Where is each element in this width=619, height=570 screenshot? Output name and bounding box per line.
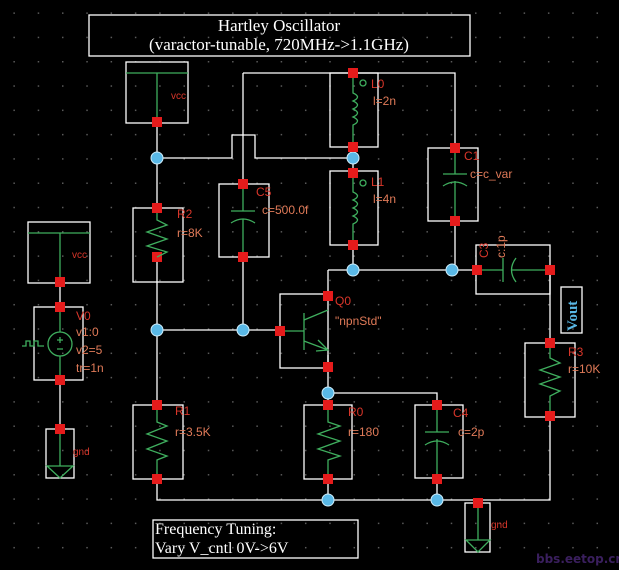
R0-value: r=180 (348, 425, 379, 439)
note-line2: Vary V_cntl 0V->6V (155, 540, 289, 557)
title-line2: (varactor-tunable, 720MHz->1.1GHz) (149, 35, 409, 54)
resistor-R3[interactable]: R3 r=10K (524, 338, 600, 421)
R0-name: R0 (348, 405, 364, 419)
resistor-R1[interactable]: R1 r=3.5K (132, 400, 211, 484)
note-line1: Frequency Tuning: (155, 521, 276, 538)
junction-dot (346, 263, 360, 277)
L1-name: L1 (371, 175, 385, 189)
resistor-R2[interactable]: R2 r=8K (132, 203, 203, 283)
transistor-Q0[interactable]: Q0 "npnStd" (275, 291, 382, 372)
C5-value: c=500.0f (262, 203, 309, 217)
junction-dot (445, 263, 459, 277)
C4-name: C4 (453, 406, 469, 420)
V0-param: v2=5 (76, 343, 103, 357)
vcc-label: vcc (171, 91, 186, 102)
L1-value: l=4n (373, 192, 396, 206)
L0-value: l=2n (373, 94, 396, 108)
C1-name: C1 (464, 149, 480, 163)
C3-name: C3 (477, 242, 491, 258)
capacitor-C3[interactable]: C3 c:1p (472, 235, 555, 295)
junction-dot (321, 493, 335, 507)
vcc-label: vcc (72, 250, 87, 261)
V0-name: V0 (76, 309, 91, 323)
title-block[interactable]: Hartley Oscillator (varactor-tunable, 72… (88, 14, 471, 57)
gnd-label: gnd (491, 520, 508, 531)
vcc-symbol[interactable]: vcc (27, 221, 91, 287)
gnd-symbol[interactable]: gnd (45, 424, 90, 479)
R1-name: R1 (175, 404, 191, 418)
gnd-label: gnd (73, 447, 90, 458)
voltage-source-V0[interactable]: V0 v1:0 v2=5 tr=1n (22, 302, 104, 385)
Q0-model: "npnStd" (335, 314, 382, 328)
R1-value: r=3.5K (175, 425, 211, 439)
junction-dot (430, 493, 444, 507)
junction-dot (150, 151, 164, 165)
title-line1: Hartley Oscillator (218, 16, 341, 35)
R2-name: R2 (177, 207, 193, 221)
C3-value: c:1p (494, 235, 508, 258)
vcc-symbol[interactable]: vcc (125, 61, 189, 127)
junctions (150, 151, 459, 507)
capacitor-C1[interactable]: C1 c=c_var (427, 143, 512, 226)
R3-value: r=10K (568, 362, 600, 376)
watermark: bbs.eetop.cn (536, 552, 619, 566)
V0-param: tr=1n (76, 361, 104, 375)
C5-name: C5 (256, 185, 272, 199)
L0-name: L0 (371, 77, 385, 91)
net-label-vout[interactable]: Vout (560, 286, 583, 334)
V0-param: v1:0 (76, 325, 99, 339)
C4-value: c=2p (458, 425, 485, 439)
R2-value: r=8K (177, 226, 203, 240)
junction-dot (346, 151, 360, 165)
inductor-L0[interactable]: L0 l=2n (329, 68, 396, 152)
vout-label: Vout (565, 301, 581, 331)
inductor-L1[interactable]: L1 l=4n (329, 168, 396, 250)
junction-dot (236, 323, 250, 337)
gnd-symbol[interactable]: gnd (464, 498, 508, 553)
C1-value: c=c_var (470, 167, 512, 181)
R3-name: R3 (568, 345, 584, 359)
capacitor-C4[interactable]: C4 c=2p (414, 400, 485, 484)
junction-dot (321, 386, 335, 400)
note-block[interactable]: Frequency Tuning: Vary V_cntl 0V->6V (152, 519, 359, 559)
capacitor-C5[interactable]: C5 c=500.0f (218, 179, 309, 262)
resistor-R0[interactable]: R0 r=180 (303, 400, 379, 484)
Q0-name: Q0 (335, 294, 351, 308)
wires (59, 72, 551, 505)
junction-dot (150, 323, 164, 337)
